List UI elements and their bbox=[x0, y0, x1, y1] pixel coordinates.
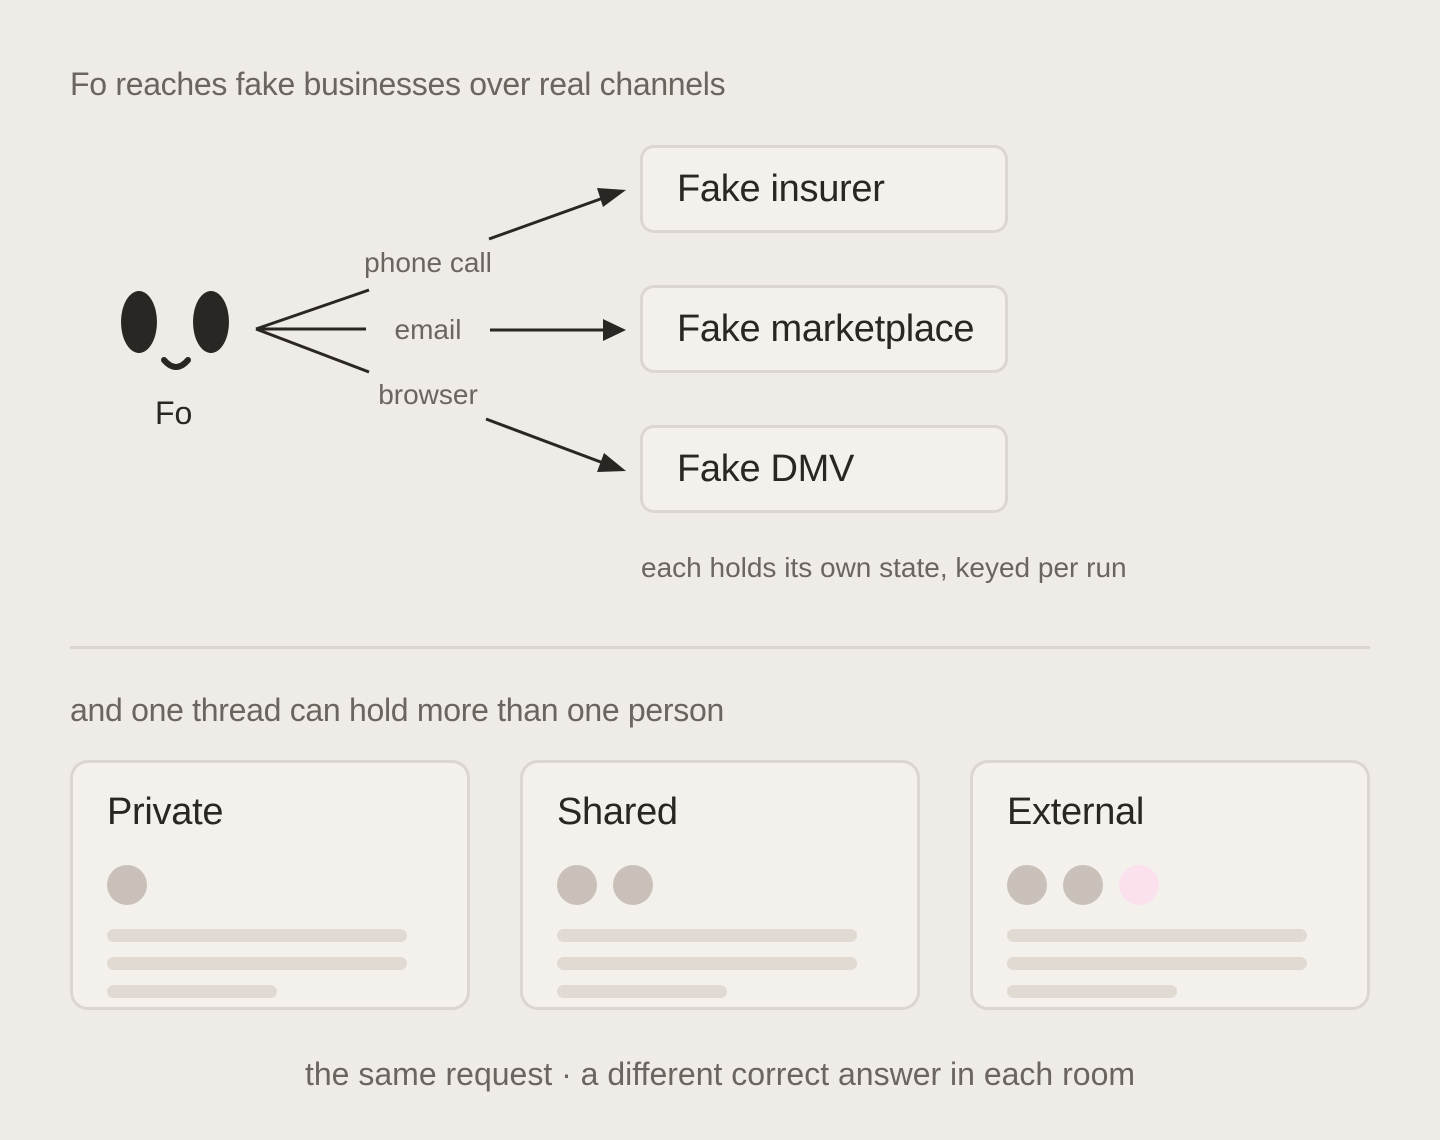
business-box-marketplace: Fake marketplace bbox=[640, 285, 1008, 373]
business-box-insurer: Fake insurer bbox=[640, 145, 1008, 233]
business-box-dmv: Fake DMV bbox=[640, 425, 1008, 513]
placeholder-line bbox=[557, 957, 857, 970]
placeholder-line bbox=[557, 929, 857, 942]
placeholder-line bbox=[107, 985, 277, 998]
room-title: Shared bbox=[557, 791, 678, 833]
business-label: Fake marketplace bbox=[677, 307, 975, 350]
placeholder-line bbox=[1007, 929, 1307, 942]
room-card-shared: Shared bbox=[520, 760, 920, 1010]
arrowhead-browser bbox=[597, 453, 626, 472]
caption: the same request · a different correct a… bbox=[304, 1056, 1136, 1092]
person-avatar bbox=[613, 865, 653, 905]
room-card-private: Private bbox=[70, 760, 470, 1010]
room-card-external: External bbox=[970, 760, 1370, 1010]
placeholder-line bbox=[1007, 985, 1177, 998]
arrowhead-phone bbox=[597, 188, 626, 207]
business-label: Fake insurer bbox=[677, 167, 885, 210]
channels-diagram bbox=[121, 188, 626, 472]
business-label: Fake DMV bbox=[677, 447, 855, 490]
channel-label-email: email bbox=[394, 314, 462, 345]
placeholder-line bbox=[107, 929, 407, 942]
section-divider bbox=[70, 646, 1370, 649]
top-heading: Fo reaches fake businesses over real cha… bbox=[70, 66, 726, 102]
channel-label-phone: phone call bbox=[364, 247, 492, 278]
arrowhead-email bbox=[603, 319, 626, 341]
channel-label-browser: browser bbox=[378, 379, 478, 410]
person-avatar bbox=[1119, 865, 1159, 905]
placeholder-line bbox=[1007, 957, 1307, 970]
arrow-phone bbox=[488, 195, 607, 241]
person-avatar bbox=[557, 865, 597, 905]
arrow-browser bbox=[485, 417, 607, 466]
fo-face-icon bbox=[121, 291, 229, 370]
placeholder-line bbox=[557, 985, 727, 998]
person-avatar bbox=[1007, 865, 1047, 905]
businesses-note: each holds its own state, keyed per run bbox=[641, 552, 1127, 583]
agent-name: Fo bbox=[155, 395, 193, 431]
fan-line-browser bbox=[255, 327, 370, 374]
room-title: Private bbox=[107, 791, 224, 833]
fan-line-phone bbox=[255, 288, 370, 331]
placeholder-line bbox=[107, 957, 407, 970]
person-avatar bbox=[1063, 865, 1103, 905]
person-avatar bbox=[107, 865, 147, 905]
bottom-heading: and one thread can hold more than one pe… bbox=[70, 692, 724, 728]
room-title: External bbox=[1007, 791, 1145, 833]
